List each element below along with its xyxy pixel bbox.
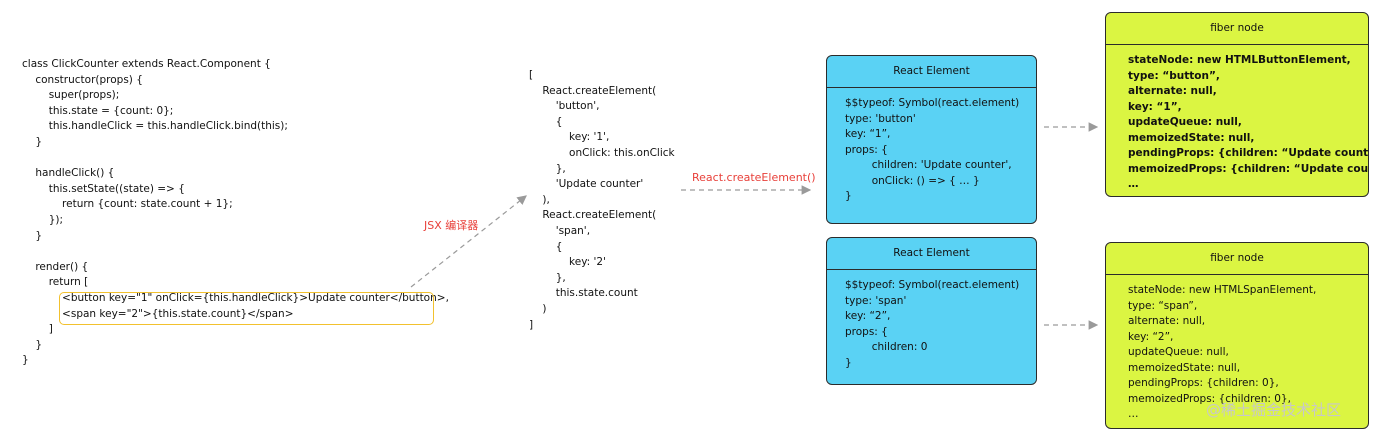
code-line: } bbox=[22, 338, 43, 351]
field-line: key: “1”, bbox=[1128, 100, 1182, 113]
fiber-node-span: fiber node stateNode: new HTMLSpanElemen… bbox=[1105, 242, 1369, 429]
code-line bbox=[22, 244, 449, 260]
react-element-span: React Element $$typeof: Symbol(react.ele… bbox=[826, 237, 1037, 385]
code-line: render() { bbox=[22, 260, 89, 273]
code-line: onClick: this.onClick bbox=[529, 146, 675, 159]
field-line: props: { bbox=[845, 143, 888, 156]
code-line: constructor(props) { bbox=[22, 73, 143, 86]
field-line: stateNode: new HTMLSpanElement, bbox=[1128, 284, 1317, 296]
field-line: type: “button”, bbox=[1128, 69, 1220, 82]
code-line: ] bbox=[529, 318, 534, 331]
code-line: ) bbox=[529, 302, 547, 315]
code-line: }, bbox=[529, 271, 566, 284]
code-line: key: '2' bbox=[529, 256, 606, 269]
fiber-node-title: fiber node bbox=[1106, 13, 1368, 45]
code-line: <button key="1" onClick={this.handleClic… bbox=[22, 291, 449, 304]
code-line: key: '1', bbox=[529, 131, 610, 144]
code-line: return {count: state.count + 1}; bbox=[22, 198, 233, 211]
field-line: pendingProps: {children: “Update counter… bbox=[1128, 147, 1369, 159]
code-line: 'button', bbox=[529, 100, 600, 113]
fiber-node-button: fiber node stateNode: new HTMLButtonElem… bbox=[1105, 12, 1369, 197]
field-line: } bbox=[845, 356, 852, 369]
field-line: children: 'Update counter', bbox=[845, 159, 1012, 171]
watermark: @稀土掘金技术社区 bbox=[1206, 401, 1342, 419]
field-line: $$typeof: Symbol(react.element) bbox=[845, 97, 1020, 109]
field-line: key: “2”, bbox=[845, 310, 891, 322]
code-line: }); bbox=[22, 213, 64, 226]
code-line: { bbox=[529, 240, 563, 253]
code-line bbox=[22, 151, 449, 167]
field-line: alternate: null, bbox=[1128, 85, 1217, 97]
field-line: pendingProps: {children: 0}, bbox=[1128, 377, 1279, 389]
field-line: memoizedState: null, bbox=[1128, 131, 1255, 144]
react-element-title: React Element bbox=[827, 56, 1036, 88]
field-line: … bbox=[1128, 408, 1139, 420]
field-line: onClick: () => { … } bbox=[845, 174, 980, 187]
compiled-create-element-code: [ React.createElement( 'button', { key: … bbox=[529, 68, 675, 333]
field-line: type: 'span' bbox=[845, 294, 907, 307]
code-line: super(props); bbox=[22, 89, 120, 102]
field-line: memoizedState: null, bbox=[1128, 361, 1241, 374]
field-line: alternate: null, bbox=[1128, 315, 1206, 327]
code-line: } bbox=[22, 354, 29, 367]
fiber-node-fields: stateNode: new HTMLButtonElement, type: “… bbox=[1106, 45, 1368, 193]
code-line: React.createElement( bbox=[529, 84, 657, 97]
react-element-title: React Element bbox=[827, 238, 1036, 270]
code-line: class ClickCounter extends React.Compone… bbox=[22, 58, 271, 70]
code-line: [ bbox=[529, 69, 534, 81]
code-line: this.state = {count: 0}; bbox=[22, 104, 174, 117]
code-line: this.handleClick = this.handleClick.bind… bbox=[22, 120, 288, 133]
react-element-props: $$typeof: Symbol(react.element) type: 'bu… bbox=[827, 88, 1036, 205]
jsx-compile-arrow bbox=[410, 195, 527, 288]
class-component-source: class ClickCounter extends React.Compone… bbox=[22, 57, 449, 369]
field-line: props: { bbox=[845, 325, 888, 338]
code-line: ), bbox=[529, 193, 550, 206]
fiber-node-fields: stateNode: new HTMLSpanElement, type: “sp… bbox=[1106, 275, 1368, 423]
field-line: … bbox=[1128, 178, 1139, 190]
code-line: <span key="2">{this.state.count}</span> bbox=[22, 307, 294, 320]
code-line: { bbox=[529, 115, 563, 128]
create-element-label: React.createElement() bbox=[692, 171, 816, 184]
react-element-button: React Element $$typeof: Symbol(react.ele… bbox=[826, 55, 1037, 224]
field-line: updateQueue: null, bbox=[1128, 116, 1242, 128]
field-line: $$typeof: Symbol(react.element) bbox=[845, 279, 1020, 291]
code-line: } bbox=[22, 135, 43, 148]
code-line: this.state.count bbox=[529, 287, 638, 300]
jsx-highlight-box bbox=[59, 292, 434, 325]
field-line: type: 'button' bbox=[845, 112, 916, 125]
code-line: handleClick() { bbox=[22, 167, 115, 180]
field-line: key: “1”, bbox=[845, 128, 891, 140]
code-line: 'Update counter' bbox=[529, 178, 644, 191]
code-line: } bbox=[22, 229, 43, 242]
field-line: key: “2”, bbox=[1128, 330, 1174, 343]
jsx-compiler-label: JSX 编译器 bbox=[424, 219, 479, 232]
code-line: 'span', bbox=[529, 224, 591, 237]
field-line: updateQueue: null, bbox=[1128, 346, 1229, 358]
field-line: } bbox=[845, 190, 852, 202]
code-line: this.setState((state) => { bbox=[22, 182, 185, 195]
field-line: memoizedProps: {children: 0}, bbox=[1128, 392, 1291, 405]
code-line: React.createElement( bbox=[529, 209, 657, 222]
field-line: stateNode: new HTMLButtonElement, bbox=[1128, 54, 1351, 66]
code-line: }, bbox=[529, 162, 566, 175]
field-line: children: 0 bbox=[845, 341, 928, 353]
field-line: memoizedProps: {children: “Update counte… bbox=[1128, 162, 1369, 175]
fiber-node-title: fiber node bbox=[1106, 243, 1368, 275]
code-line: return [ bbox=[22, 276, 89, 289]
field-line: type: “span”, bbox=[1128, 299, 1198, 312]
react-element-props: $$typeof: Symbol(react.element) type: 'sp… bbox=[827, 270, 1036, 371]
code-line: ] bbox=[22, 323, 53, 336]
